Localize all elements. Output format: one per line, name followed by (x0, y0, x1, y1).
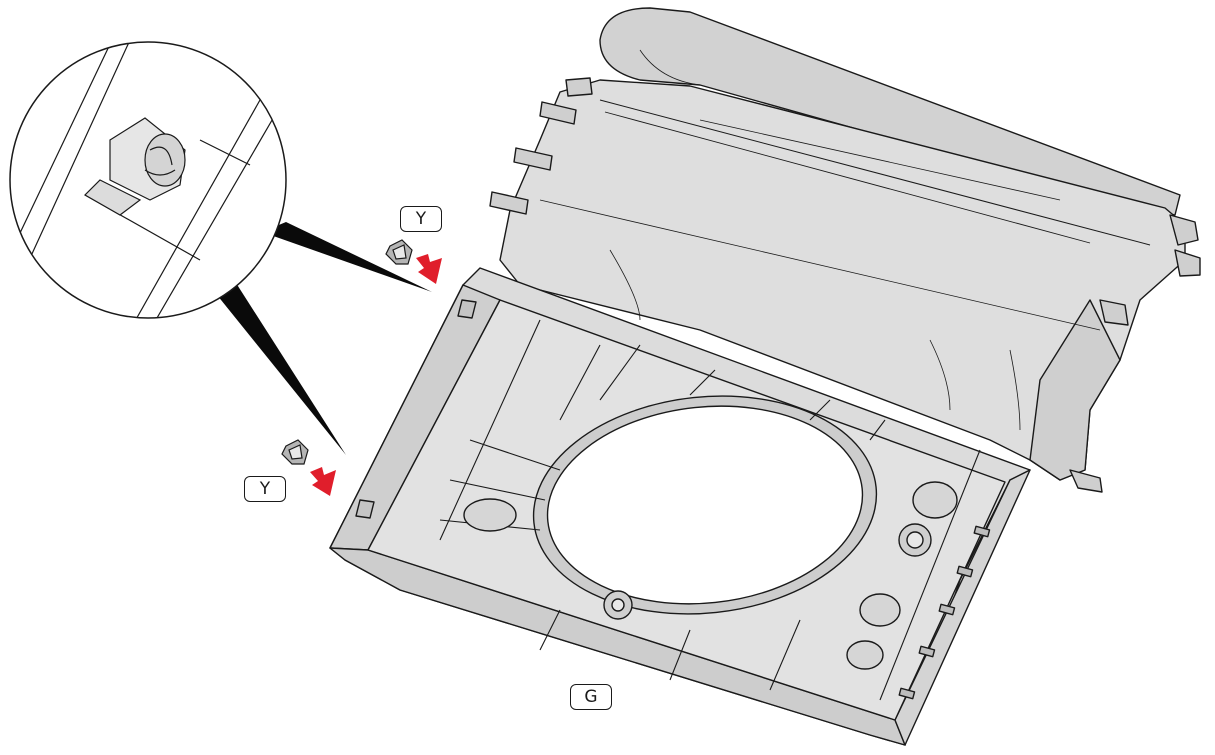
base-part-label: G (570, 684, 612, 710)
clip-icon (281, 439, 309, 465)
clip-label-top: Y (400, 206, 442, 232)
upper-cover-part (489, 7, 1201, 493)
clip-label-bottom: Y (244, 476, 286, 502)
detail-pointer-cones (213, 222, 432, 455)
base-frame-part (329, 267, 1031, 746)
clip-icon (385, 239, 413, 265)
red-arrow-icon (416, 254, 442, 284)
detail-magnifier (9, 41, 287, 319)
red-arrow-icon (310, 467, 336, 496)
